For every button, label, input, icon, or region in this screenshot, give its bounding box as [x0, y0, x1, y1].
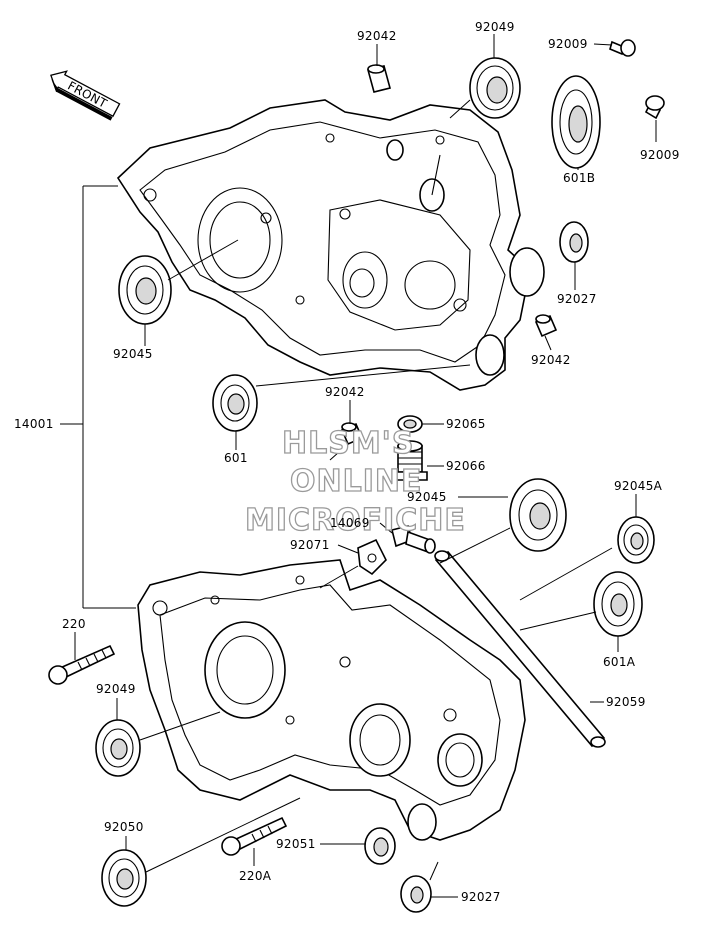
label-92065: 92065 — [446, 417, 486, 431]
label-92050: 92050 — [104, 820, 144, 834]
label-92045a: 92045A — [614, 479, 663, 493]
screw-92009-upper — [609, 39, 636, 57]
label-601: 601 — [224, 451, 248, 465]
ball-bearing-601b — [551, 75, 601, 169]
oil-seal-92051 — [364, 827, 396, 865]
label-601b: 601B — [563, 171, 595, 185]
label-220a: 220A — [239, 869, 272, 883]
label-14069: 14069 — [330, 516, 370, 530]
label-14001: 14001 — [14, 417, 54, 431]
oil-seal-92049-top — [469, 57, 521, 119]
label-92049-lower: 92049 — [96, 682, 136, 696]
watermark: HLSM'S ONLINE MICROFICHE — [244, 425, 466, 538]
dowel-pin-92042-right — [534, 314, 558, 338]
label-92059: 92059 — [606, 695, 646, 709]
label-92042-center: 92042 — [325, 385, 365, 399]
plug-92066 — [392, 440, 428, 481]
label-92051: 92051 — [276, 837, 316, 851]
label-92042-top: 92042 — [357, 29, 397, 43]
label-92045-left: 92045 — [113, 347, 153, 361]
oil-seal-92049-lower — [95, 719, 141, 777]
label-92071: 92071 — [290, 538, 330, 552]
label-92045-center: 92045 — [407, 490, 447, 504]
ball-bearing-92045-center — [509, 478, 567, 552]
leader-lines — [60, 34, 657, 898]
ball-bearing-92045a — [617, 516, 655, 564]
watermark-line-1: HLSM'S — [282, 426, 414, 461]
label-92009-upper: 92009 — [548, 37, 588, 51]
part-labels: 92042 92049 92009 92009 601B 92027 92042… — [14, 20, 680, 904]
label-92027-upper: 92027 — [557, 292, 597, 306]
lower-crankcase-half — [137, 559, 526, 841]
label-92027-lower: 92027 — [461, 890, 501, 904]
label-220: 220 — [62, 617, 86, 631]
label-92066: 92066 — [446, 459, 486, 473]
tube-92059 — [434, 550, 606, 748]
label-92042-right: 92042 — [531, 353, 571, 367]
holder-92071 — [357, 538, 387, 576]
label-92049-top: 92049 — [475, 20, 515, 34]
washer-92065 — [397, 415, 423, 433]
ball-bearing-92045-left — [118, 255, 172, 325]
collar-92027-upper — [559, 221, 589, 263]
bolt-220 — [48, 644, 116, 685]
ball-bearing-601 — [212, 374, 258, 432]
watermark-line-3: MICROFICHE — [245, 503, 466, 538]
upper-crankcase-half — [116, 99, 545, 391]
oil-seal-92050 — [101, 849, 147, 907]
bolt-220a — [221, 816, 288, 856]
label-601a: 601A — [603, 655, 636, 669]
dowel-pin-92042-top — [367, 64, 391, 93]
screw-92009-lower — [644, 95, 665, 120]
label-92009-lower: 92009 — [640, 148, 680, 162]
ball-bearing-601a — [593, 571, 643, 637]
collar-92027-lower — [400, 875, 432, 913]
front-arrow-icon: FRONT — [50, 70, 121, 121]
elbow-fitting-14069 — [391, 525, 436, 554]
dowel-pin-92042-center — [340, 422, 364, 446]
watermark-line-2: ONLINE — [290, 464, 423, 499]
